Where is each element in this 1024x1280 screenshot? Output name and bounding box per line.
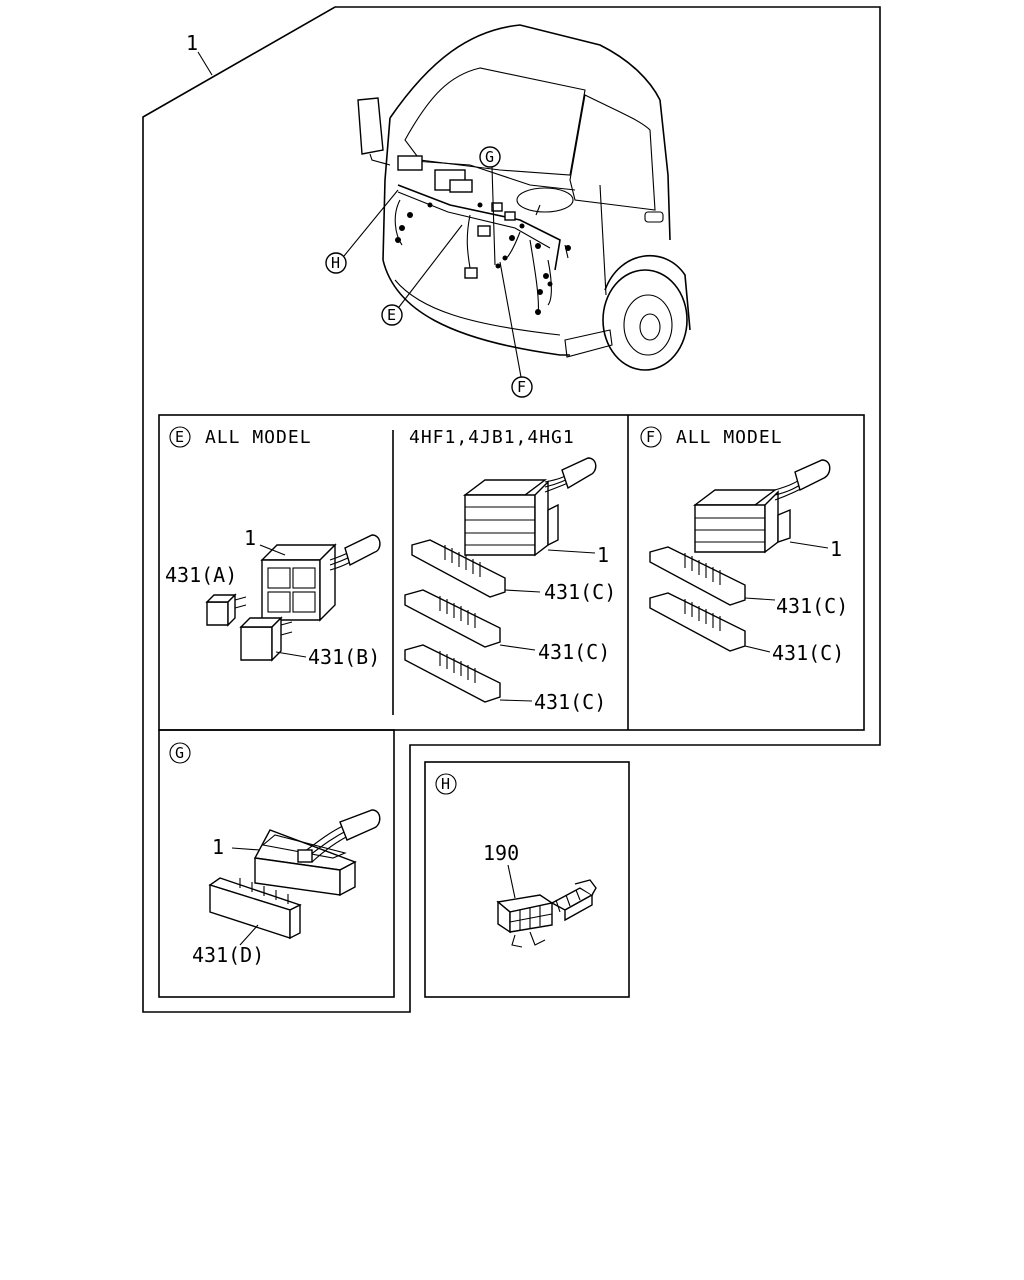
panel-g: G 1 431(D) bbox=[169, 742, 381, 967]
svg-text:H: H bbox=[331, 254, 340, 272]
panel-f-title: ALL MODEL bbox=[676, 427, 783, 448]
comb-c1 bbox=[411, 539, 541, 598]
panel-g-frame bbox=[158, 729, 395, 998]
svg-text:E: E bbox=[175, 428, 184, 446]
svg-text:G: G bbox=[485, 148, 494, 166]
panel-engines-item1: 1 bbox=[597, 543, 609, 567]
panel-f-item1: 1 bbox=[830, 537, 842, 561]
panel-h-item190: 190 bbox=[483, 841, 519, 865]
callout-h: H bbox=[325, 189, 399, 274]
comb-f-c1 bbox=[649, 546, 776, 606]
detail-panel-upper bbox=[158, 414, 865, 731]
comb-c2 bbox=[404, 589, 536, 651]
outer-border bbox=[142, 6, 881, 1013]
svg-text:G: G bbox=[175, 744, 184, 762]
panel-e-title: ALL MODEL bbox=[205, 427, 312, 448]
main-item-label: 1 bbox=[186, 31, 198, 55]
truck-cab-illustration bbox=[357, 24, 691, 371]
main-item-leader bbox=[197, 51, 213, 76]
panel-g-431d: 431(D) bbox=[192, 943, 264, 967]
svg-text:E: E bbox=[387, 306, 396, 324]
panel-h: H 190 bbox=[435, 773, 597, 948]
svg-text:F: F bbox=[646, 428, 655, 446]
svg-text:F: F bbox=[517, 378, 526, 396]
panel-f-all-model: F ALL MODEL 1 431(C) 431(C) bbox=[640, 426, 848, 665]
panel-e-431a: 431(A) bbox=[165, 563, 237, 587]
panel-engines-title: 4HF1,4JB1,4HG1 bbox=[409, 427, 575, 448]
panel-e-all-model: E ALL MODEL 1 431(A) 431(B) bbox=[165, 426, 381, 669]
callout-f: F bbox=[499, 261, 533, 398]
panel-e-431b: 431(B) bbox=[308, 645, 380, 669]
panel-g-item1: 1 bbox=[212, 835, 224, 859]
callout-e: E bbox=[381, 224, 463, 326]
panel-engines-431c-3: 431(C) bbox=[534, 690, 606, 714]
callout-g: G bbox=[479, 146, 501, 266]
panel-engines: 4HF1,4JB1,4HG1 1 431(C) 431(C) 431(C) bbox=[404, 427, 616, 714]
panel-f-431c-2: 431(C) bbox=[772, 641, 844, 665]
panel-f-431c-1: 431(C) bbox=[776, 594, 848, 618]
panel-e-item1: 1 bbox=[244, 526, 256, 550]
comb-c3 bbox=[404, 644, 533, 703]
panel-h-frame bbox=[424, 761, 630, 998]
svg-text:H: H bbox=[441, 775, 450, 793]
panel-engines-431c-2: 431(C) bbox=[538, 640, 610, 664]
panel-engines-431c-1: 431(C) bbox=[544, 580, 616, 604]
comb-f-c2 bbox=[649, 592, 771, 653]
